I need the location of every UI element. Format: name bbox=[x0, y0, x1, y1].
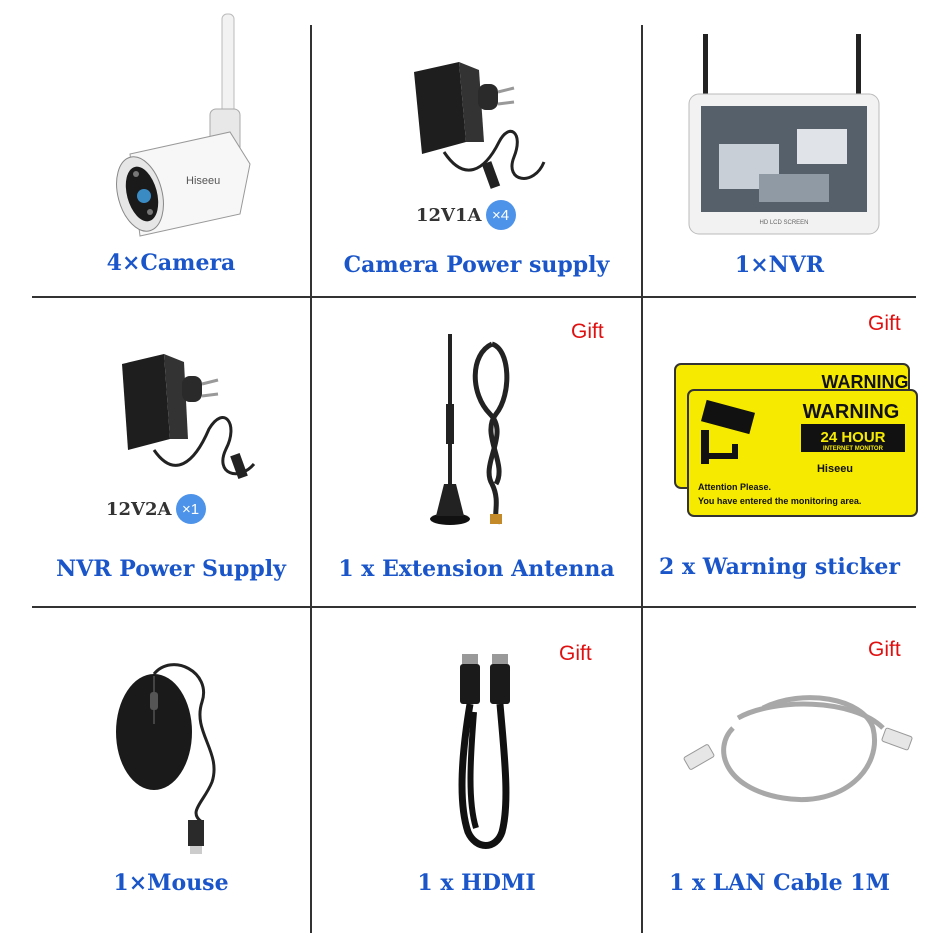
item-label: 1 x Extension Antenna bbox=[338, 556, 615, 582]
nvr-monitor-icon: HD LCD SCREEN bbox=[688, 34, 880, 235]
quantity: 12V1A ×4 bbox=[416, 200, 516, 230]
item-antenna: Gift 1 x Extension Antenna bbox=[312, 298, 641, 606]
screen-label: HD LCD SCREEN bbox=[759, 220, 808, 226]
camera-brand: Hiseeu bbox=[186, 175, 220, 187]
item-label: 1×Mouse bbox=[113, 870, 229, 896]
item-label: 1 x HDMI bbox=[417, 870, 536, 896]
gift-tag: Gift bbox=[559, 642, 592, 665]
mouse-icon bbox=[116, 663, 216, 854]
antenna-icon bbox=[430, 334, 510, 525]
item-warning-sticker: Gift WARNING WARNING 24 HOUR INTERNET MO… bbox=[643, 298, 918, 606]
item-camera: Hiseeu 4×Camera bbox=[32, 0, 310, 296]
sticker-brand: Hiseeu bbox=[817, 463, 853, 475]
item-nvr-power: 12V2A ×1 NVR Power Supply bbox=[32, 298, 310, 606]
gift-tag: Gift bbox=[868, 638, 901, 661]
item-hdmi: Gift 1 x HDMI bbox=[312, 608, 641, 933]
sticker-title: WARNING bbox=[803, 401, 900, 423]
item-camera-power: 12V1A ×4 Camera Power supply bbox=[312, 0, 641, 296]
item-lan-cable: Gift 1 x LAN Cable 1M bbox=[643, 608, 916, 933]
sticker-hours: 24 HOUR bbox=[820, 429, 885, 446]
divider bbox=[641, 25, 643, 933]
gift-tag: Gift bbox=[868, 312, 901, 335]
item-label: 4×Camera bbox=[106, 250, 236, 276]
item-label: 1 x LAN Cable 1M bbox=[669, 870, 890, 896]
voltage-text: 12V1A bbox=[416, 204, 482, 226]
sticker-sub: INTERNET MONITOR bbox=[823, 446, 884, 452]
item-label: Camera Power supply bbox=[343, 252, 610, 278]
count-badge: ×4 bbox=[485, 200, 516, 230]
voltage-text: 12V2A bbox=[106, 498, 172, 520]
item-label: 1×NVR bbox=[734, 252, 825, 278]
hdmi-cable-icon bbox=[458, 654, 510, 849]
sticker-notice: You have entered the monitoring area. bbox=[698, 496, 861, 506]
sticker-title: WARNING bbox=[822, 372, 909, 392]
count-badge: ×1 bbox=[175, 494, 206, 524]
item-label: 2 x Warning sticker bbox=[659, 554, 900, 580]
item-label: NVR Power Supply bbox=[56, 556, 286, 582]
quantity: 12V2A ×1 bbox=[106, 494, 206, 524]
gift-tag: Gift bbox=[571, 320, 604, 343]
item-mouse: 1×Mouse bbox=[32, 608, 310, 933]
divider bbox=[32, 296, 916, 298]
security-camera-icon: Hiseeu bbox=[116, 13, 251, 237]
item-nvr: HD LCD SCREEN 1×NVR bbox=[643, 0, 916, 296]
power-adapter-icon bbox=[122, 354, 256, 479]
power-adapter-icon bbox=[414, 62, 546, 189]
warning-sticker-icon: WARNING WARNING 24 HOUR INTERNET MONITOR… bbox=[674, 363, 918, 517]
divider bbox=[310, 25, 312, 933]
lan-cable-icon bbox=[683, 695, 913, 802]
divider bbox=[32, 606, 916, 608]
sticker-attention: Attention Please. bbox=[698, 482, 771, 492]
